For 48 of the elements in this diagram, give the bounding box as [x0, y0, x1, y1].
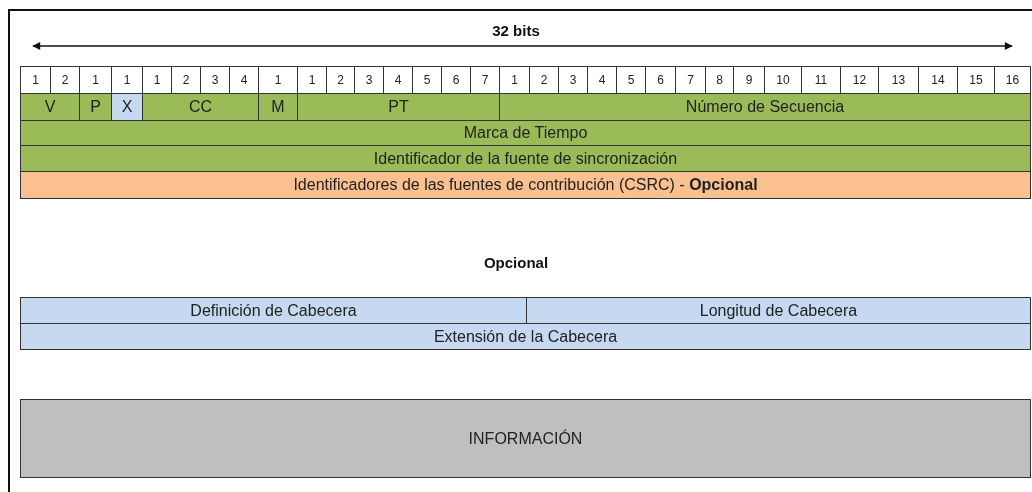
bit-number: 2 [327, 67, 355, 94]
bit-number: 13 [879, 67, 919, 94]
bit-number: 1 [21, 67, 51, 94]
bit-number: 7 [676, 67, 706, 94]
bit-number: 14 [919, 67, 958, 94]
bit-number: 2 [51, 67, 80, 94]
bit-number: 3 [355, 67, 384, 94]
field-cell: Extensión de la Cabecera [21, 324, 1031, 350]
bit-number: 1 [143, 67, 172, 94]
field-cell: M [259, 94, 298, 121]
section-heading: Opcional [483, 254, 549, 271]
field-cell: Número de Secuencia [500, 94, 1031, 121]
bit-number: 1 [80, 67, 112, 94]
bit-number: 6 [646, 67, 676, 94]
field-cell: V [21, 94, 80, 121]
field-cell: Definición de Cabecera [21, 298, 527, 324]
bit-number: 11 [802, 67, 841, 94]
bit-number: 1 [298, 67, 327, 94]
bit-number: 9 [734, 67, 765, 94]
bit-number: 2 [530, 67, 559, 94]
field-cell: P [80, 94, 112, 121]
field-cell: Marca de Tiempo [21, 121, 1031, 146]
field-cell: INFORMACIÓN [21, 400, 1031, 478]
bit-number: 6 [442, 67, 471, 94]
bit-number: 1 [500, 67, 530, 94]
field-cell: Identificadores de las fuentes de contribución (CSRC) - Opcional [21, 172, 1031, 199]
bit-number: 12 [841, 67, 879, 94]
bit-number: 5 [617, 67, 646, 94]
field-cell: Identificador de la fuente de sincronización [21, 146, 1031, 172]
bit-number: 8 [706, 67, 734, 94]
field-cell: X [112, 94, 143, 121]
bit-number: 2 [172, 67, 201, 94]
bit-number: 4 [588, 67, 617, 94]
width-label: 32 bits [492, 22, 540, 39]
bit-number: 1 [259, 67, 298, 94]
field-cell: CC [143, 94, 259, 121]
bit-number: 7 [471, 67, 500, 94]
bit-number: 5 [413, 67, 442, 94]
bit-number: 4 [230, 67, 259, 94]
bit-number: 16 [995, 67, 1031, 94]
bit-number: 10 [765, 67, 802, 94]
bit-number: 1 [112, 67, 143, 94]
bit-number: 4 [384, 67, 413, 94]
bit-number: 15 [958, 67, 995, 94]
bit-number: 3 [201, 67, 230, 94]
field-cell: Longitud de Cabecera [527, 298, 1031, 324]
field-cell: PT [298, 94, 500, 121]
bit-number: 3 [559, 67, 588, 94]
